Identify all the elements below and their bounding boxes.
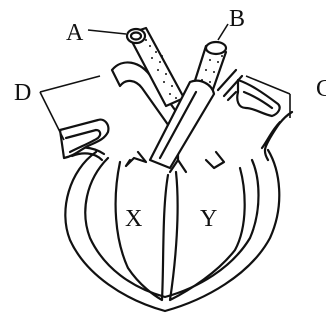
leader-b: [218, 24, 228, 40]
heart-inner-wall: [85, 158, 258, 297]
label-y: Y: [200, 206, 217, 232]
label-b: B: [229, 6, 245, 32]
label-a: A: [66, 20, 84, 46]
label-x: X: [125, 206, 142, 232]
leader-a: [88, 30, 126, 34]
valve-right: [206, 152, 224, 168]
right-atrium-wall: [262, 112, 292, 160]
label-d: D: [14, 80, 31, 106]
valve-left: [126, 152, 146, 166]
label-c: C: [316, 76, 326, 102]
